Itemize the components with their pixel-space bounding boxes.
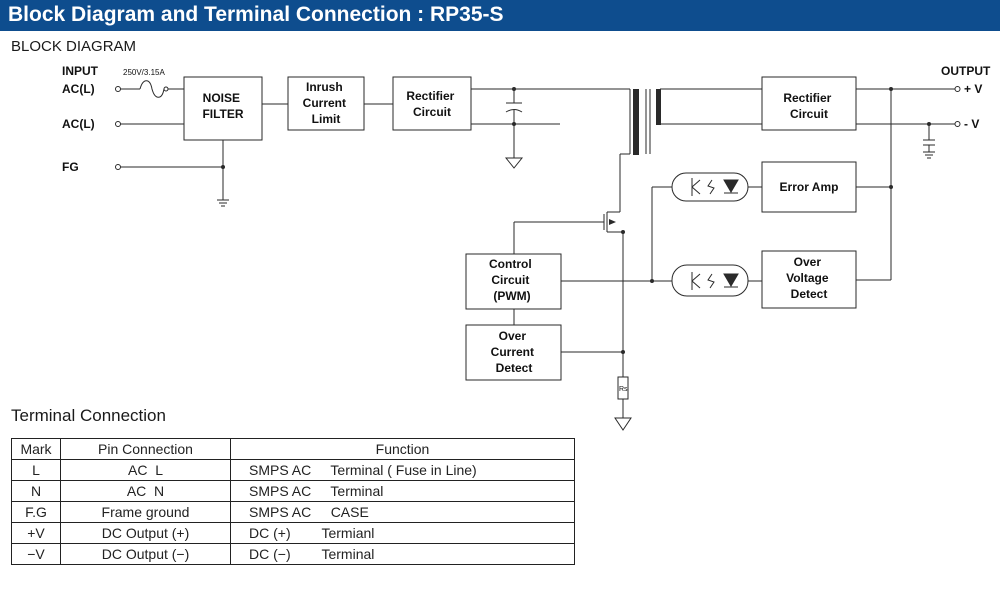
phototransistor-1 bbox=[691, 178, 715, 196]
cell-pin: Frame ground bbox=[60, 501, 231, 523]
cell-function: SMPS AC Terminal bbox=[230, 480, 575, 502]
terminal-minus-v bbox=[954, 121, 961, 127]
rectifier-output-label: Rectifier Circuit bbox=[783, 91, 834, 121]
error-amp-label: Error Amp bbox=[780, 180, 839, 194]
terminal-fg bbox=[115, 164, 121, 170]
ground-triangle bbox=[504, 157, 524, 169]
phototransistor-2 bbox=[691, 272, 715, 290]
sense-resistor-label: Rs bbox=[619, 386, 628, 393]
over-voltage-label: Over Voltage Detect bbox=[786, 255, 832, 301]
table-header-row: Mark Pin Connection Function bbox=[11, 438, 575, 460]
cell-pin: DC Output (+) bbox=[60, 522, 231, 544]
ground-triangle-rs bbox=[614, 417, 632, 431]
transformer-primary-winding bbox=[633, 89, 639, 155]
cell-pin: AC L bbox=[60, 459, 231, 481]
input-label: INPUT bbox=[62, 64, 99, 78]
table-row: +V DC Output (+) DC (+) Termianl bbox=[11, 522, 575, 544]
table-row: F.G Frame ground SMPS AC CASE bbox=[11, 501, 575, 523]
fuse-rating-label: 250V/3.15A bbox=[123, 68, 165, 77]
terminal-connection-heading: Terminal Connection bbox=[11, 406, 166, 425]
block-diagram-heading: BLOCK DIAGRAM bbox=[11, 38, 137, 55]
cell-function: SMPS AC Terminal ( Fuse in Line) bbox=[230, 459, 575, 481]
terminal-plus-v bbox=[954, 86, 961, 92]
terminal-acl-top bbox=[115, 86, 121, 92]
cell-function: SMPS AC CASE bbox=[230, 501, 575, 523]
inrush-label: Inrush Current Limit bbox=[303, 80, 350, 126]
page-title: Block Diagram and Terminal Connection : … bbox=[8, 3, 504, 26]
header-function: Function bbox=[230, 438, 575, 460]
out-minus-label: - V bbox=[964, 117, 979, 131]
cell-function: DC (+) Termianl bbox=[230, 522, 575, 544]
control-circuit-label: Control Circuit (PWM) bbox=[489, 257, 535, 303]
rectifier-input-block bbox=[392, 76, 472, 131]
cell-mark: −V bbox=[11, 543, 61, 565]
cell-function: DC (−) Terminal bbox=[230, 543, 575, 565]
rectifier-output-block bbox=[761, 76, 857, 131]
rectifier-input-label: Rectifier Circuit bbox=[406, 89, 457, 119]
header-pin: Pin Connection bbox=[60, 438, 231, 460]
terminal-table: Mark Pin Connection Function L AC L SMPS… bbox=[11, 438, 575, 565]
out-plus-label: + V bbox=[964, 82, 982, 96]
cell-mark: L bbox=[11, 459, 61, 481]
bulk-capacitor bbox=[505, 109, 523, 113]
table-row: −V DC Output (−) DC (−) Terminal bbox=[11, 543, 575, 565]
pin-acl-top-label: AC(L) bbox=[62, 82, 95, 96]
table-row: N AC N SMPS AC Terminal bbox=[11, 480, 575, 502]
table-row: L AC L SMPS AC Terminal ( Fuse in Line) bbox=[11, 459, 575, 481]
led-1 bbox=[723, 179, 739, 194]
noise-filter-label: NOISE FILTER bbox=[202, 91, 243, 121]
cell-pin: AC N bbox=[60, 480, 231, 502]
cell-pin: DC Output (−) bbox=[60, 543, 231, 565]
led-2 bbox=[723, 273, 739, 288]
fuse-symbol bbox=[139, 80, 165, 98]
cell-mark: N bbox=[11, 480, 61, 502]
block-diagram: INPUT 250V/3.15A AC(L) AC(L) FG OUTPUT +… bbox=[62, 64, 991, 431]
terminal-acl-bottom bbox=[115, 121, 121, 127]
cell-mark: +V bbox=[11, 522, 61, 544]
cell-mark: F.G bbox=[11, 501, 61, 523]
header-mark: Mark bbox=[11, 438, 61, 460]
over-current-label: Over Current Detect bbox=[491, 329, 538, 375]
output-label: OUTPUT bbox=[941, 64, 991, 78]
pin-acl-bottom-label: AC(L) bbox=[62, 117, 95, 131]
noise-filter-block bbox=[183, 76, 263, 141]
pin-fg-label: FG bbox=[62, 160, 79, 174]
title-bar: Block Diagram and Terminal Connection : … bbox=[0, 0, 1000, 31]
transformer-secondary-winding bbox=[656, 89, 661, 125]
